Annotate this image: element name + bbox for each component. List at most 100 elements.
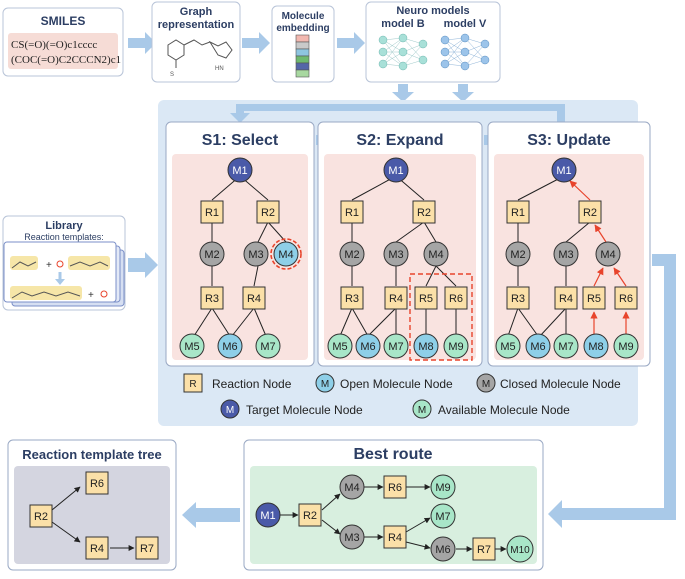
stage-expand-card: S2: Expand M1 R1 R2 M2 M3 M4 R3 R4 R5 R6… bbox=[317, 121, 483, 367]
svg-text:R1: R1 bbox=[511, 207, 525, 219]
svg-text:R2: R2 bbox=[261, 207, 275, 219]
s1-node-M1: M1 bbox=[227, 157, 253, 183]
svg-text:R4: R4 bbox=[90, 543, 104, 555]
s2-node-R1: R1 bbox=[340, 200, 364, 224]
svg-text:Open Molecule Node: Open Molecule Node bbox=[340, 377, 453, 391]
svg-text:M5: M5 bbox=[184, 341, 199, 353]
svg-text:M4: M4 bbox=[344, 482, 359, 494]
svg-text:M9: M9 bbox=[435, 482, 450, 494]
legend-reaction: R Reaction Node bbox=[183, 373, 292, 393]
s2-node-R2: R2 bbox=[412, 200, 436, 224]
legend-open: M Open Molecule Node bbox=[315, 373, 453, 393]
svg-text:M4: M4 bbox=[600, 249, 615, 261]
graph-representation-box: Graph representation S HN bbox=[151, 1, 241, 83]
svg-text:Available Molecule Node: Available Molecule Node bbox=[438, 403, 570, 417]
legend: R Reaction Node M Open Molecule Node M C… bbox=[183, 373, 621, 419]
tree-node-R6: R6 bbox=[85, 471, 109, 495]
svg-text:M3: M3 bbox=[558, 249, 573, 261]
svg-text:R4: R4 bbox=[559, 293, 573, 305]
svg-text:R5: R5 bbox=[419, 293, 433, 305]
s1-node-M2: M2 bbox=[199, 241, 225, 267]
svg-text:R5: R5 bbox=[587, 293, 601, 305]
svg-text:M5: M5 bbox=[332, 341, 347, 353]
s1-node-R3: R3 bbox=[200, 286, 224, 310]
s2-node-M6: M6 bbox=[355, 333, 381, 359]
svg-text:M: M bbox=[321, 379, 329, 390]
smiles-line-2: (COC(=O)C2CCCN2)c1 bbox=[11, 54, 121, 66]
smiles-line-1: CS(=O)(=O)c1cccc bbox=[11, 39, 97, 51]
svg-text:R6: R6 bbox=[619, 293, 633, 305]
svg-text:M9: M9 bbox=[448, 341, 463, 353]
legend-target: M Target Molecule Node bbox=[220, 399, 363, 419]
graph-label-1: Graph bbox=[180, 6, 213, 18]
s2-node-M5: M5 bbox=[327, 333, 353, 359]
svg-text:Closed Molecule Node: Closed Molecule Node bbox=[500, 377, 621, 391]
svg-text:Reaction Node: Reaction Node bbox=[212, 377, 292, 391]
s2-node-M7: M7 bbox=[383, 333, 409, 359]
svg-text:R4: R4 bbox=[388, 532, 402, 544]
neuro-title: Neuro models bbox=[396, 5, 469, 17]
molecule-sulfonyl-glyph: S bbox=[170, 72, 174, 78]
svg-text:M1: M1 bbox=[260, 510, 275, 522]
svg-text:R6: R6 bbox=[388, 482, 402, 494]
molecule-structure-icon bbox=[167, 39, 233, 68]
legend-closed: M Closed Molecule Node bbox=[476, 373, 621, 393]
s3-node-R2: R2 bbox=[578, 200, 602, 224]
svg-text:M3: M3 bbox=[388, 249, 403, 261]
svg-text:M2: M2 bbox=[204, 249, 219, 261]
best-route-title: Best route bbox=[353, 446, 432, 463]
svg-text:R2: R2 bbox=[583, 207, 597, 219]
arrow-update-loop bbox=[230, 104, 565, 123]
svg-text:M6: M6 bbox=[435, 544, 450, 556]
neural-network-v-icon bbox=[440, 33, 490, 71]
svg-text:R7: R7 bbox=[477, 544, 491, 556]
route-node-R6: R6 bbox=[383, 475, 407, 499]
svg-text:M8: M8 bbox=[418, 341, 433, 353]
reaction-template-icon: + + bbox=[10, 256, 110, 301]
model-b-label: model B bbox=[381, 18, 424, 30]
tree-node-R2: R2 bbox=[29, 504, 53, 528]
arrow-embedding-to-neuro bbox=[337, 32, 365, 54]
svg-text:+: + bbox=[88, 290, 94, 301]
s2-node-M9: M9 bbox=[443, 333, 469, 359]
legend-available: M Available Molecule Node bbox=[412, 399, 570, 419]
route-node-R4: R4 bbox=[383, 525, 407, 549]
svg-text:R2: R2 bbox=[34, 511, 48, 523]
s2-node-R6: R6 bbox=[444, 286, 468, 310]
svg-text:M3: M3 bbox=[344, 532, 359, 544]
route-node-R7: R7 bbox=[472, 537, 496, 561]
svg-text:R: R bbox=[189, 379, 196, 390]
svg-text:M4: M4 bbox=[428, 249, 443, 261]
stage-select-card: S1: Select M1 R1 R2 M2 M3 M4 R3 R4 M5 M6… bbox=[165, 121, 315, 367]
svg-text:M8: M8 bbox=[588, 341, 603, 353]
svg-text:M: M bbox=[226, 405, 234, 416]
arrow-graph-to-embedding bbox=[242, 32, 270, 54]
stage-expand-title: S2: Expand bbox=[356, 132, 443, 149]
s3-node-R6: R6 bbox=[614, 286, 638, 310]
arrow-library-to-search bbox=[128, 252, 158, 278]
stage-update-card: S3: Update M1 R1 R2 M2 M3 M4 R3 R4 R5 R6… bbox=[487, 121, 651, 367]
s1-node-M6: M6 bbox=[217, 333, 243, 359]
s3-node-R1: R1 bbox=[506, 200, 530, 224]
svg-text:M6: M6 bbox=[530, 341, 545, 353]
s1-node-M3: M3 bbox=[243, 241, 269, 267]
svg-text:M7: M7 bbox=[388, 341, 403, 353]
s3-node-M9: M9 bbox=[613, 333, 639, 359]
s3-node-M4: M4 bbox=[595, 241, 621, 267]
s3-node-M6: M6 bbox=[525, 333, 551, 359]
route-node-M1: M1 bbox=[255, 502, 281, 528]
stage-update-title: S3: Update bbox=[527, 132, 611, 149]
s3-node-M3: M3 bbox=[553, 241, 579, 267]
neuro-models-box: Neuro models model B model V bbox=[365, 1, 501, 83]
svg-text:R2: R2 bbox=[303, 510, 317, 522]
route-node-R2: R2 bbox=[298, 503, 322, 527]
molecule-embedding-box: Molecule embedding bbox=[271, 5, 335, 83]
s2-node-R5: R5 bbox=[414, 286, 438, 310]
svg-text:R3: R3 bbox=[511, 293, 525, 305]
s3-node-M2: M2 bbox=[505, 241, 531, 267]
s2-node-R4: R4 bbox=[384, 286, 408, 310]
template-tree-title: Reaction template tree bbox=[22, 447, 161, 462]
s3-node-M7: M7 bbox=[553, 333, 579, 359]
route-node-M7: M7 bbox=[430, 503, 456, 529]
